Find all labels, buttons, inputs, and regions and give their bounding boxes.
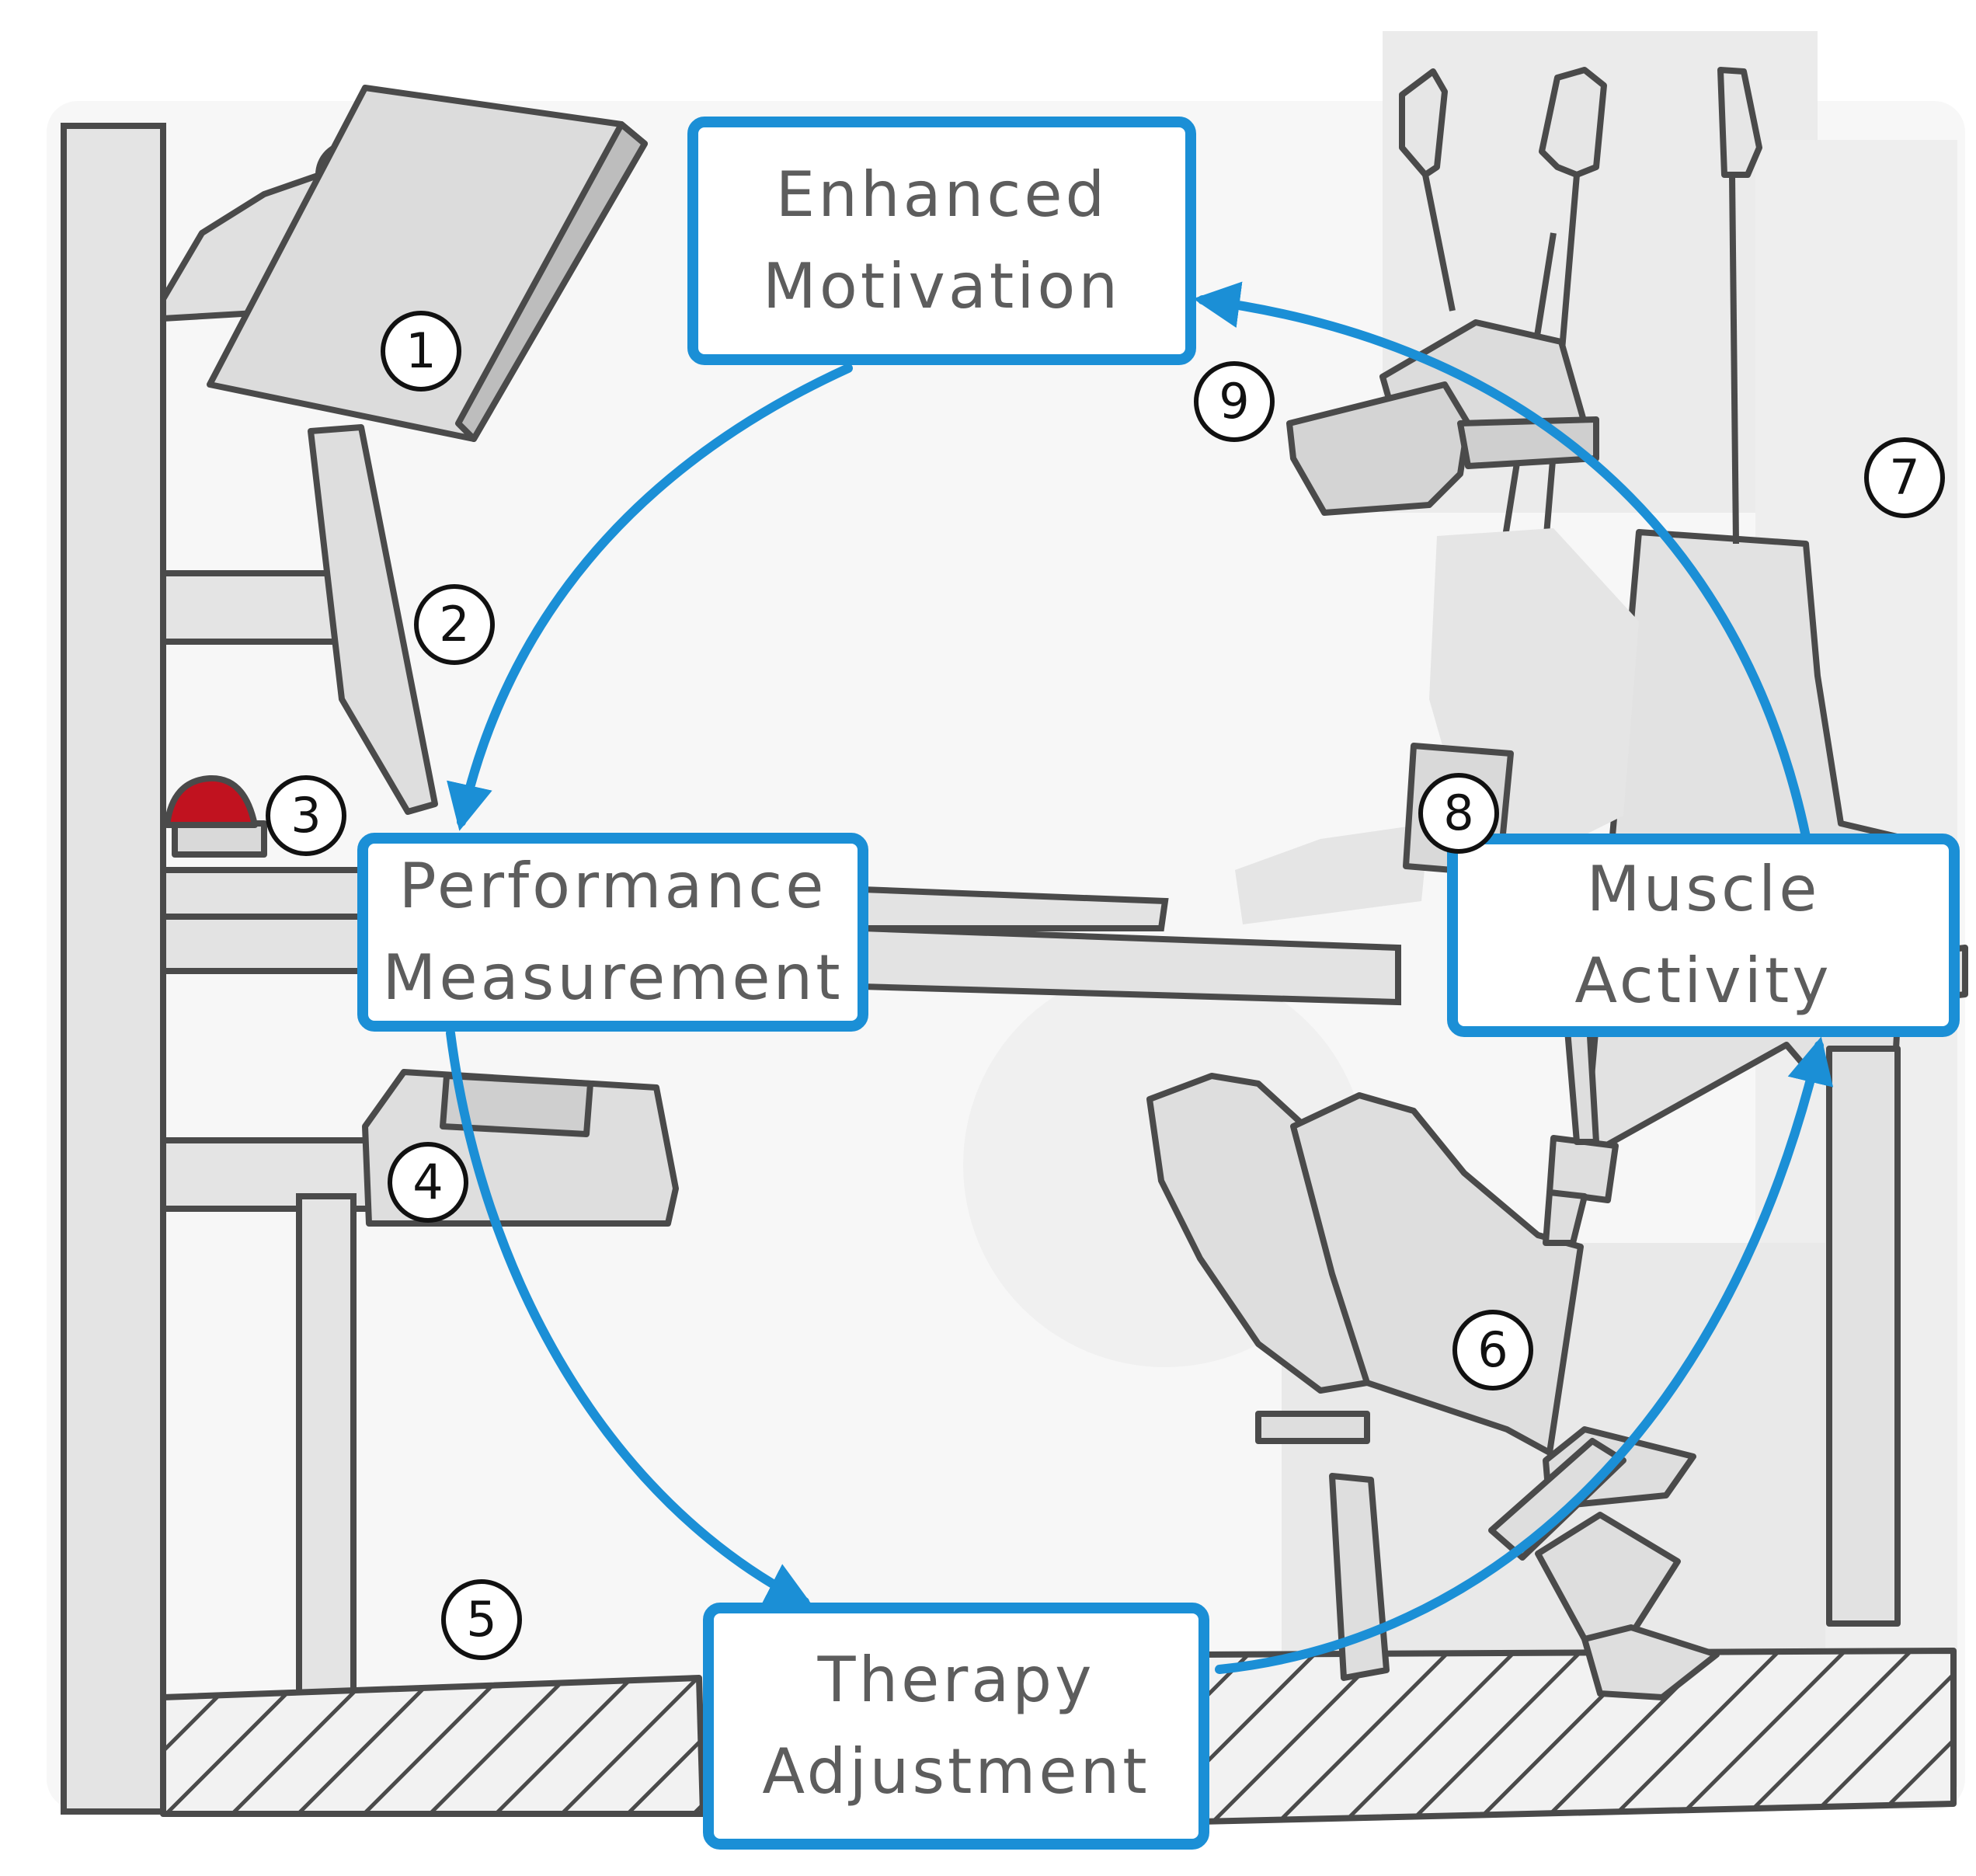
table-rails	[160, 867, 1401, 1006]
vertical-frame-post	[61, 123, 166, 1815]
label-measurement: Measurement	[382, 941, 844, 1014]
vr-headset	[1286, 319, 1599, 516]
lift-column	[1826, 1046, 1901, 1627]
emergency-stop-button	[164, 774, 267, 858]
cycle-arrows	[446, 281, 1834, 1674]
label-adjustment: Adjustment	[762, 1735, 1150, 1808]
frame-crossbar-upper	[160, 570, 353, 645]
label-performance: Performance	[398, 850, 827, 922]
arrow-therapy-to-muscle	[1215, 1036, 1834, 1674]
label-motivation: Motivation	[762, 250, 1122, 322]
arrow-motivation-to-measurement	[447, 364, 853, 831]
callout-1: 1	[381, 311, 461, 392]
monitor	[160, 85, 648, 442]
exoskeleton	[1146, 999, 1720, 1700]
callout-7: 7	[1864, 437, 1945, 518]
display-panel	[308, 424, 438, 815]
label-activity: Activity	[1574, 945, 1832, 1017]
callout-4: 4	[388, 1142, 468, 1223]
rail-lower-left	[160, 914, 391, 974]
label-muscle: Muscle	[1586, 853, 1821, 925]
arrow-measurement-to-therapy	[446, 1028, 813, 1606]
box-enhanced-motivation: Enhanced Motivation	[687, 117, 1196, 365]
callout-9: 9	[1194, 361, 1275, 442]
table-top	[160, 867, 376, 920]
label-therapy: Therapy	[817, 1644, 1095, 1716]
arrow-muscle-to-motivation	[1193, 281, 1811, 841]
box-therapy-adjustment: Therapy Adjustment	[703, 1603, 1209, 1850]
box-performance-measurement: Performance Measurement	[357, 833, 868, 1032]
box-muscle-activity: Muscle Activity	[1447, 834, 1960, 1037]
label-enhanced: Enhanced	[775, 158, 1108, 231]
callout-6: 6	[1452, 1310, 1533, 1390]
callout-5: 5	[441, 1579, 522, 1660]
callout-3: 3	[266, 775, 346, 856]
callout-8: 8	[1418, 773, 1499, 854]
callout-2: 2	[414, 584, 495, 665]
